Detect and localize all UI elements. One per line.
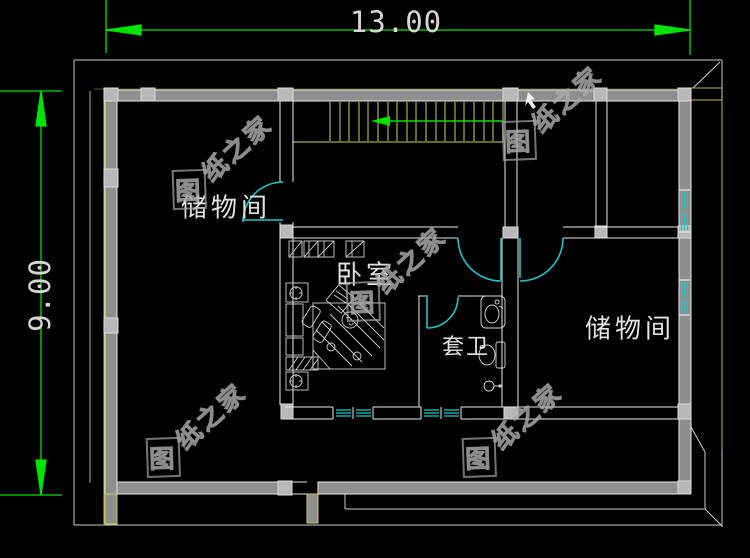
- dimension-width-label: 13.00: [349, 5, 443, 39]
- wall-hall-south-left: [292, 226, 458, 239]
- dim-arrow-top: [35, 90, 47, 127]
- pillows: [301, 305, 332, 343]
- bedroom-furniture: [285, 240, 386, 391]
- wall-south-inner: [285, 406, 679, 420]
- doors: [242, 181, 564, 329]
- wardrobe: [288, 240, 365, 258]
- cursor-arrow-icon: [525, 92, 536, 109]
- wall-stub-left: [104, 493, 118, 525]
- dim-arrow-bottom: [35, 459, 47, 496]
- windows: [336, 189, 690, 417]
- wall-hall-south-right: [563, 226, 679, 239]
- door-arc-bathroom: [426, 296, 459, 329]
- wall-left: [104, 89, 118, 525]
- window-bath-south: [424, 409, 459, 417]
- nightstand-column: [285, 282, 319, 391]
- room-label-bathroom: 套卫: [441, 335, 491, 360]
- wall-storage-bedroom: [279, 101, 294, 405]
- dim-arrow-right: [654, 24, 691, 36]
- window-bedroom-south: [336, 409, 371, 417]
- bathroom-fixtures: [478, 295, 506, 392]
- eave-outline: [73, 59, 723, 527]
- window-right-upper: [680, 192, 689, 230]
- window-right-lower: [680, 282, 689, 313]
- wall-bottom-right: [317, 481, 691, 495]
- wall-bottom-left: [116, 481, 279, 495]
- dimension-height-label: 9.00: [23, 258, 57, 332]
- wall-bath-storage: [501, 238, 519, 407]
- wall-stub-mid: [306, 493, 319, 524]
- bed: [312, 284, 386, 370]
- room-label-storage-left: 储物间: [180, 193, 272, 224]
- wall-column-blocks: [103, 87, 692, 496]
- room-label-storage-right: 储物间: [584, 314, 676, 345]
- stair-direction-arrow: [371, 116, 503, 126]
- toilet-icon: [478, 341, 506, 369]
- floor-drain-icon: [483, 380, 502, 392]
- wall-hollow-gap: [292, 481, 307, 495]
- door-arc-bedroom-right: [519, 237, 564, 282]
- exterior-walls: [104, 89, 692, 525]
- wall-hall-pier: [504, 101, 518, 227]
- door-arc-storage-left: [242, 181, 284, 223]
- room-label-bedroom: 卧室: [335, 260, 397, 291]
- window-posts: [332, 407, 462, 419]
- dim-arrow-left: [105, 24, 142, 36]
- door-arc-bedroom-left: [457, 237, 502, 282]
- sink-icon: [480, 295, 506, 329]
- dimension-lines: [0, 0, 691, 496]
- wall-hall-right: [595, 101, 608, 227]
